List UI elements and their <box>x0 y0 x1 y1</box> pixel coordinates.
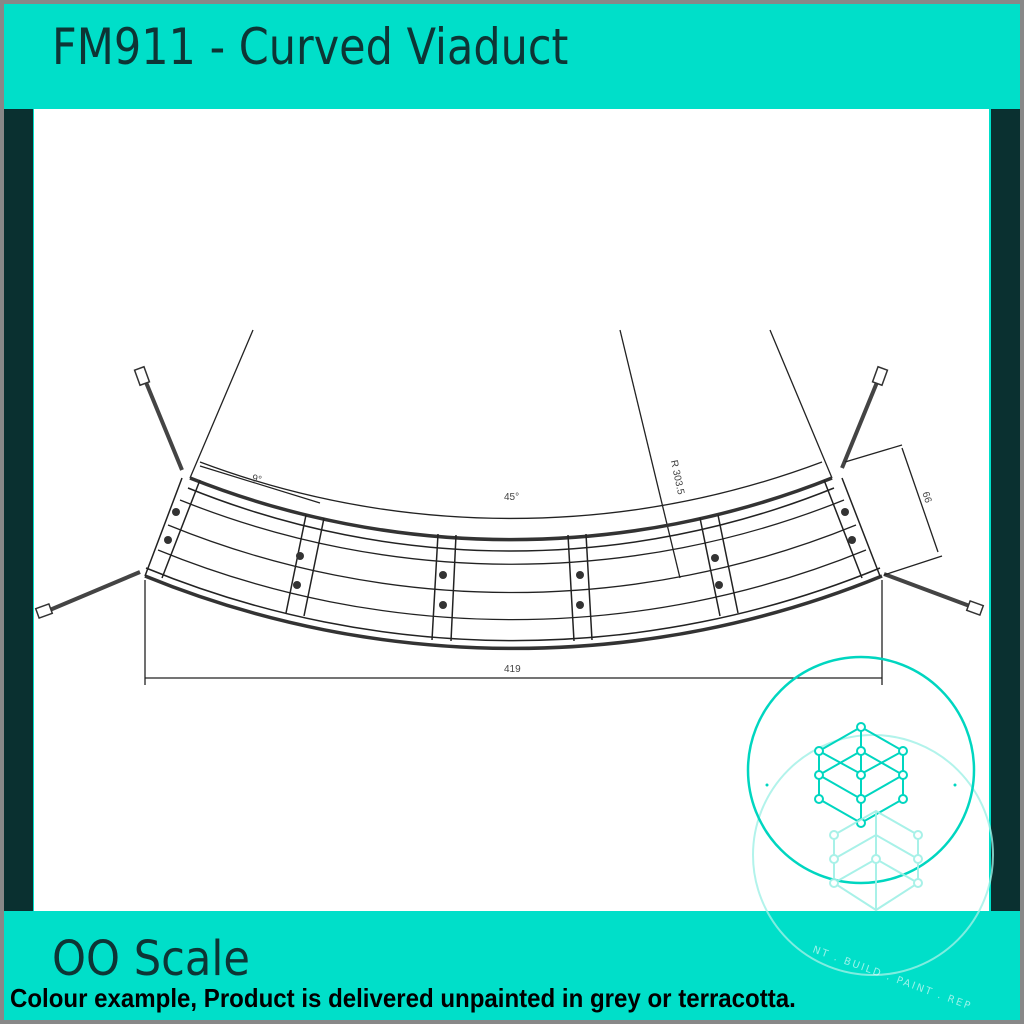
footer-bar: OO Scale Colour example, Product is deli… <box>4 911 1020 1020</box>
dimension-angle-segment: 9° <box>251 473 263 486</box>
dimension-width: 66 <box>919 490 933 504</box>
header-bar: FM911 - Curved Viaduct <box>4 4 1020 109</box>
dimension-radius: R 303.5 <box>668 459 686 496</box>
lattice-logo-icon <box>746 655 994 976</box>
watermark-ring-text: NT . BUILD . PAINT . REP <box>811 944 973 1012</box>
scale-label: OO Scale <box>52 931 250 987</box>
colour-note: Colour example, Product is delivered unp… <box>10 983 796 1013</box>
product-card: FM911 - Curved Viaduct OO Scale Colour e… <box>4 4 1020 1020</box>
left-side-bar <box>4 109 33 913</box>
technical-drawing-area <box>34 109 989 913</box>
dimension-length: 419 <box>504 664 521 675</box>
right-side-bar <box>991 109 1020 913</box>
dimension-angle-total: 45° <box>504 492 519 503</box>
product-title: FM911 - Curved Viaduct <box>52 18 569 76</box>
